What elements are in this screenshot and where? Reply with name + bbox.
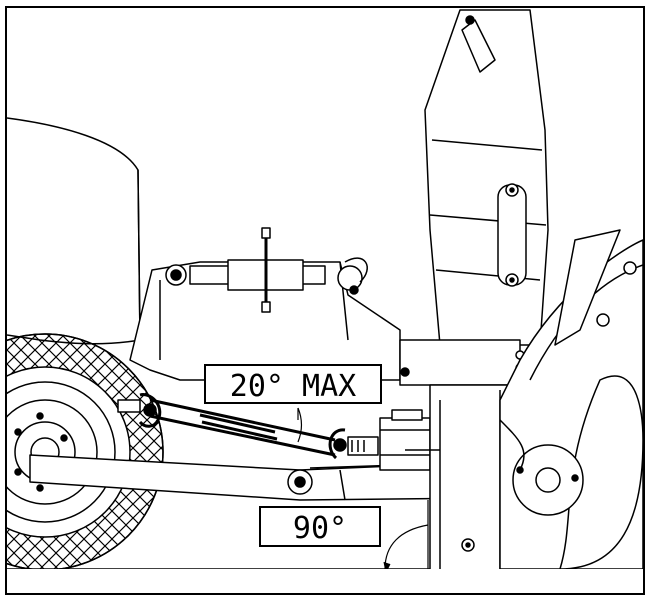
tractor-body bbox=[7, 117, 141, 345]
blower-chute bbox=[424, 9, 549, 346]
angle-arc bbox=[297, 407, 302, 443]
right-angle-callout: 90° bbox=[259, 506, 381, 547]
angle-right-label: 90° bbox=[293, 511, 347, 546]
implement-gearbox bbox=[379, 409, 431, 471]
shaft-inner-tube bbox=[199, 413, 278, 441]
angle-max-box bbox=[204, 364, 382, 404]
right-angle-box bbox=[259, 506, 381, 547]
pto-driveshaft bbox=[117, 393, 379, 460]
angle-max-label: 20° MAX bbox=[230, 369, 356, 404]
top-link bbox=[165, 227, 368, 313]
rotor-housing bbox=[499, 229, 643, 569]
angle-max-callout: 20° MAX bbox=[204, 364, 382, 404]
